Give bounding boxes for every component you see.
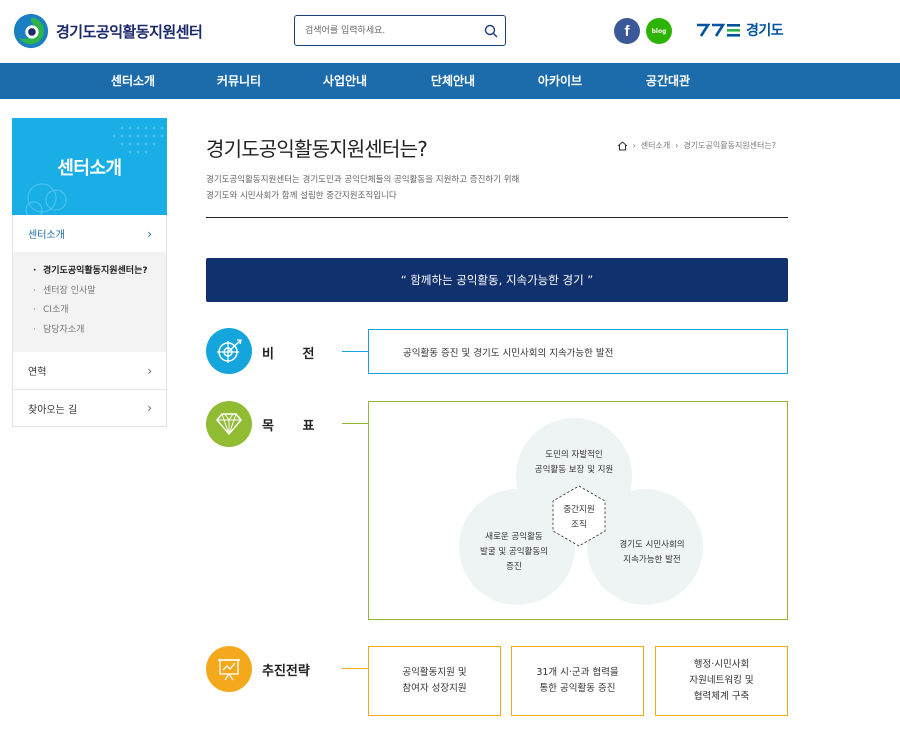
sidebar-item-directions[interactable]: 찾아오는 길 › [13, 389, 166, 426]
chevron-right-icon: › [147, 363, 152, 378]
sidebar-item-label: 센터소개 [28, 230, 65, 241]
blog-icon: blog [651, 27, 667, 35]
sidebar-item-label: 연혁 [28, 367, 47, 378]
chevron-right-icon: › [147, 226, 152, 241]
sidebar-menu: 센터소개 › ·경기도공익활동지원센터는? ·센터장 인사말 ·CI소개 ·담당… [12, 215, 167, 427]
home-icon[interactable] [617, 140, 628, 151]
strategy-connector [342, 668, 368, 669]
venn-line: 지속가능한 발전 [623, 555, 681, 565]
strategy-line: 자원네트워킹 및 [689, 675, 754, 686]
venn-right-text: 경기도 시민사회의 지속가능한 발전 [619, 538, 684, 568]
strategy-line: 통한 공익활동 증진 [539, 683, 616, 694]
presentation-chart-icon [218, 659, 240, 681]
goal-label: 목 표 [262, 419, 327, 434]
diamond-icon [216, 413, 242, 436]
goal-connector [342, 423, 368, 424]
goal-box: 도민의 자발적인 공익활동 보장 및 지원 새로운 공익활동 발굴 및 공익활동… [368, 401, 788, 620]
logo-text: 경기도공익활동지원센터 [56, 22, 203, 41]
vision-box: 공익활동 증진 및 경기도 시민사회의 지속가능한 발전 [368, 329, 788, 374]
blog-link[interactable]: blog [646, 18, 672, 44]
nav-item-center-intro[interactable]: 센터소개 [110, 74, 156, 88]
facebook-link[interactable]: f [614, 18, 640, 44]
chevron-right-icon: › [147, 401, 152, 415]
search-box [294, 15, 506, 46]
sidebar-header: 센터소개 [12, 118, 167, 215]
gyeonggi-symbol-icon [697, 23, 740, 37]
strategy-line: 협력체계 구축 [693, 691, 750, 702]
strategy-badge [206, 646, 252, 692]
sidebar-item-history[interactable]: 연혁 › [13, 352, 166, 389]
venn-circle-left [459, 489, 575, 605]
intro-line: 경기도와 시민사회가 함께 설립한 중간지원조직입니다 [206, 191, 397, 201]
slogan-banner: “ 함께하는 공익활동, 지속가능한 경기 ” [206, 258, 788, 302]
strategy-line: 공익활동지원 및 [402, 667, 467, 678]
submenu-item-staff[interactable]: ·담당자소개 [33, 324, 85, 335]
venn-top-text: 도민의 자발적인 공익활동 보장 및 지원 [535, 448, 614, 478]
breadcrumb-separator: › [632, 141, 636, 150]
venn-line: 경기도 시민사회의 [619, 540, 685, 550]
venn-diagram [459, 418, 703, 605]
submenu-label: 담당자소개 [43, 324, 85, 335]
sidebar: 센터소개 센터소개 › ·경기도공익활동지원센터는? ·센터장 인사말 ·CI소… [12, 118, 167, 427]
nav-item-business[interactable]: 사업안내 [322, 74, 368, 88]
venn-line: 도민의 자발적인 [545, 450, 603, 460]
venn-line: 새로운 공익활동 [485, 532, 543, 542]
venn-circle-right [587, 489, 703, 605]
vision-badge [206, 328, 252, 374]
goal-badge [206, 401, 252, 447]
search-button[interactable] [477, 17, 505, 45]
strategy-box-3: 행정·시민사회 자원네트워킹 및 협력체계 구축 [655, 646, 788, 716]
nav-item-organizations[interactable]: 단체안내 [430, 74, 476, 88]
strategy-label: 추진전략 [262, 664, 310, 679]
nav-item-community[interactable]: 커뮤니티 [216, 74, 262, 88]
breadcrumb-separator: › [675, 141, 679, 150]
submenu-label: 센터장 인사말 [43, 285, 96, 296]
submenu-item-about[interactable]: ·경기도공익활동지원센터는? [33, 266, 148, 276]
center-hexagon [552, 485, 606, 547]
strategy-line: 참여자 성장지원 [402, 683, 467, 694]
venn-center-text: 중간지원 조직 [563, 503, 594, 533]
swirl-logo-icon [13, 13, 49, 49]
venn-line: 조직 [571, 520, 587, 530]
sidebar-item-label: 찾아오는 길 [28, 404, 78, 416]
page-title: 경기도공익활동지원센터는? [206, 137, 428, 161]
strategy-box-2: 31개 시·군과 협력을 통한 공익활동 증진 [511, 646, 644, 716]
intro-text: 경기도공익활동지원센터는 경기도민과 공익단체들의 공익활동을 지원하고 증진하… [206, 172, 586, 204]
venn-line: 증진 [506, 562, 522, 572]
facebook-icon: f [624, 22, 630, 40]
vision-label: 비 전 [262, 347, 327, 362]
nav-item-archive[interactable]: 아카이브 [537, 74, 583, 88]
target-icon [217, 339, 242, 363]
submenu-label: CI소개 [43, 305, 69, 315]
breadcrumb: › 센터소개 › 경기도공익활동지원센터는? [617, 140, 776, 151]
main-nav: 센터소개 커뮤니티 사업안내 단체안내 아카이브 공간대관 [0, 63, 900, 99]
venn-left-text: 새로운 공익활동 발굴 및 공익활동의 증진 [480, 530, 548, 575]
submenu-label: 경기도공익활동지원센터는? [43, 266, 148, 276]
submenu-item-ci[interactable]: ·CI소개 [33, 305, 69, 315]
search-icon [484, 24, 498, 37]
sidebar-submenu: ·경기도공익활동지원센터는? ·센터장 인사말 ·CI소개 ·담당자소개 [13, 252, 166, 352]
venn-line: 공익활동 보장 및 지원 [534, 465, 614, 475]
venn-line: 발굴 및 공익활동의 [480, 547, 548, 557]
venn-line: 중간지원 [563, 505, 595, 515]
strategy-line: 행정·시민사회 [693, 659, 750, 670]
nav-item-space-rental[interactable]: 공간대관 [645, 74, 691, 88]
gyeonggi-logo[interactable]: 경기도 [696, 20, 784, 40]
site-header: 경기도공익활동지원센터 f blog 경기도 [0, 0, 900, 63]
sidebar-title: 센터소개 [57, 158, 122, 179]
dot-pattern-decoration [25, 126, 164, 215]
strategy-box-1: 공익활동지원 및 참여자 성장지원 [368, 646, 501, 716]
submenu-item-greeting[interactable]: ·센터장 인사말 [33, 285, 96, 296]
strategy-line: 31개 시·군과 협력을 [536, 667, 619, 678]
sidebar-item-center-intro[interactable]: 센터소개 › [13, 215, 166, 252]
breadcrumb-item[interactable]: 센터소개 [640, 141, 671, 150]
gyeonggi-logo-text: 경기도 [746, 23, 784, 39]
title-divider [206, 217, 788, 218]
search-input[interactable] [295, 16, 477, 45]
vision-connector [342, 351, 368, 352]
intro-line: 경기도공익활동지원센터는 경기도민과 공익단체들의 공익활동을 지원하고 증진하… [206, 175, 520, 185]
breadcrumb-current: 경기도공익활동지원센터는? [683, 141, 776, 150]
site-logo[interactable]: 경기도공익활동지원센터 [12, 12, 203, 50]
